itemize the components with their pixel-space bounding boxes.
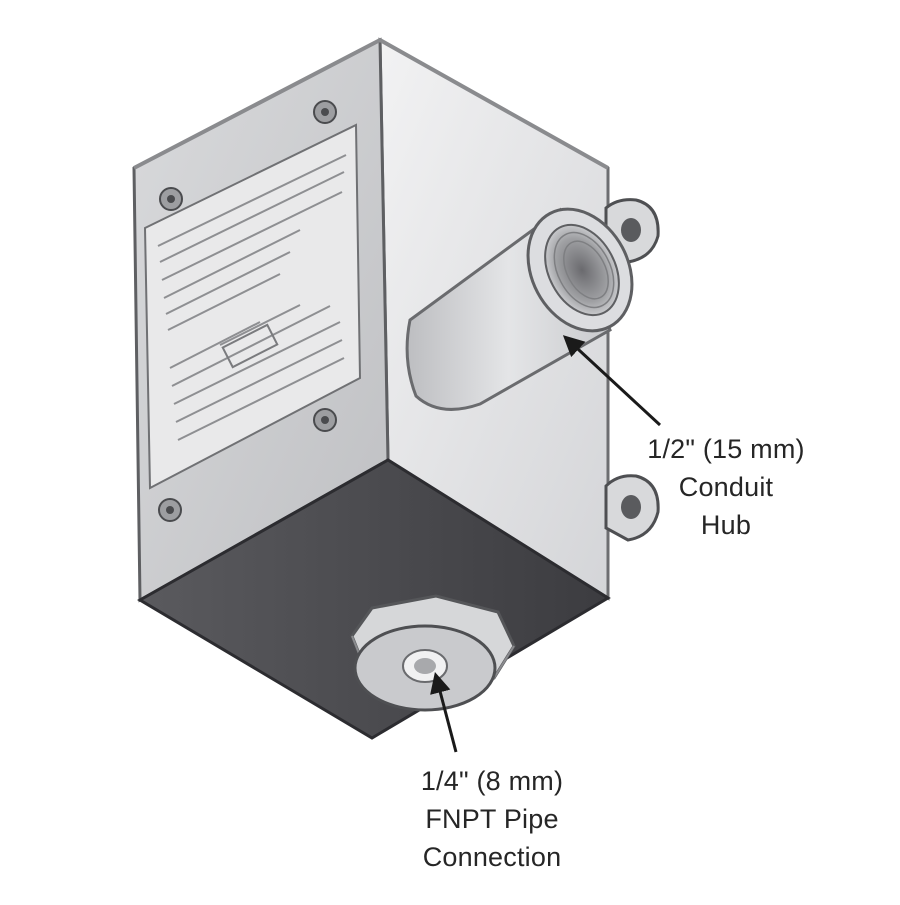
pipe-connection-label-line: Connection (422, 842, 562, 872)
pipe-connection-label: 1/4" (8 mm) FNPT Pipe Connection (372, 762, 612, 876)
conduit-hub-arrow (562, 335, 662, 427)
conduit-hub-label-line: 1/2" (15 mm) (647, 434, 805, 464)
pipe-connection-label-line: 1/4" (8 mm) (420, 766, 564, 796)
conduit-hub-label: 1/2" (15 mm) Conduit Hub (606, 430, 846, 544)
pipe-fitting (350, 594, 516, 712)
nameplate-markings (157, 154, 347, 441)
conduit-hub-label-line: Conduit (678, 472, 774, 502)
nameplate (143, 123, 362, 490)
enclosure-bottom-face (137, 458, 611, 740)
mounting-tab-upper (604, 198, 660, 264)
pipe-connection-arrow (430, 671, 458, 753)
enclosure-top-edge (133, 38, 609, 170)
front-screws (158, 100, 337, 522)
conduit-hub-label-line: Hub (700, 510, 752, 540)
mounting-tab-lower (604, 474, 660, 542)
conduit-hub (405, 207, 634, 411)
pipe-connection-label-line: FNPT Pipe (425, 804, 559, 834)
